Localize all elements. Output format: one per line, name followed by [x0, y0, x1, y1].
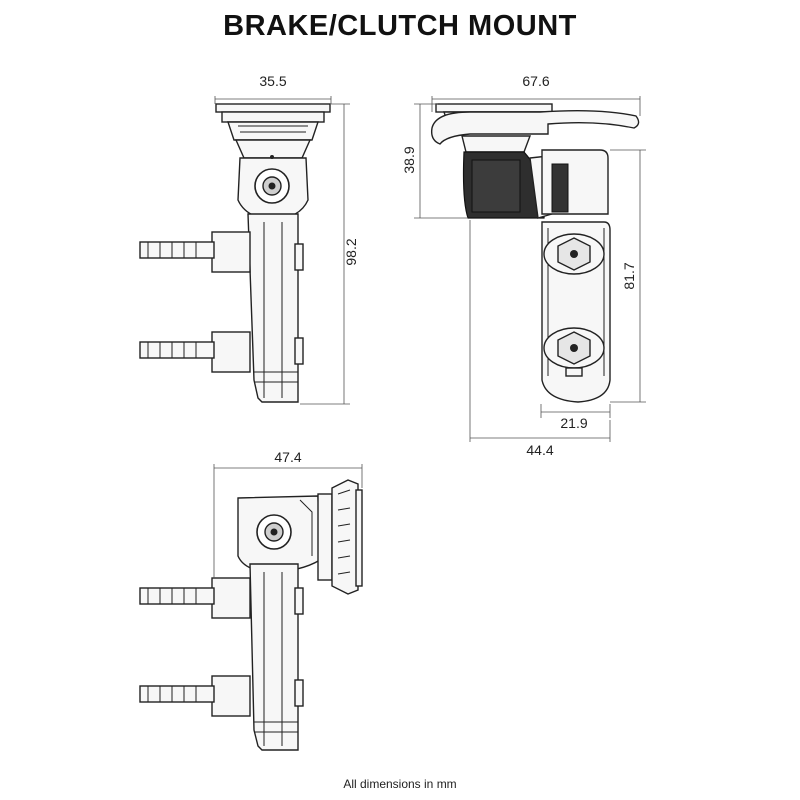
bottom-view: 47.4 — [139, 449, 363, 751]
side-view: 67.6 38.9 81.7 21.9 44.4 — [401, 73, 646, 458]
side-mount-plate — [435, 103, 553, 113]
dim-side-arm-height: 81.7 — [621, 262, 637, 289]
dim-side-total-width: 44.4 — [526, 442, 553, 458]
dim-bottom-width: 47.4 — [274, 449, 301, 465]
dim-side-top-height: 38.9 — [401, 146, 417, 173]
side-release-lever — [430, 109, 640, 145]
dim-front-width: 35.5 — [259, 73, 286, 89]
front-pin-lower — [139, 341, 215, 359]
dim-side-width: 67.6 — [522, 73, 549, 89]
bottom-body-column — [249, 563, 299, 751]
front-view: 35.5 98.2 — [139, 73, 359, 405]
dim-front-height: 98.2 — [343, 238, 359, 265]
dim-side-arm-width: 21.9 — [560, 415, 587, 431]
bottom-mount-plate — [331, 479, 359, 595]
page-title: BRAKE/CLUTCH MOUNT — [223, 10, 577, 42]
bottom-pin-lower — [139, 685, 215, 703]
front-body-column — [247, 213, 299, 403]
front-pin-upper — [139, 241, 215, 259]
bottom-pin-upper — [139, 587, 215, 605]
footnote: All dimensions in mm — [343, 777, 457, 791]
front-mount-plate — [215, 103, 331, 113]
